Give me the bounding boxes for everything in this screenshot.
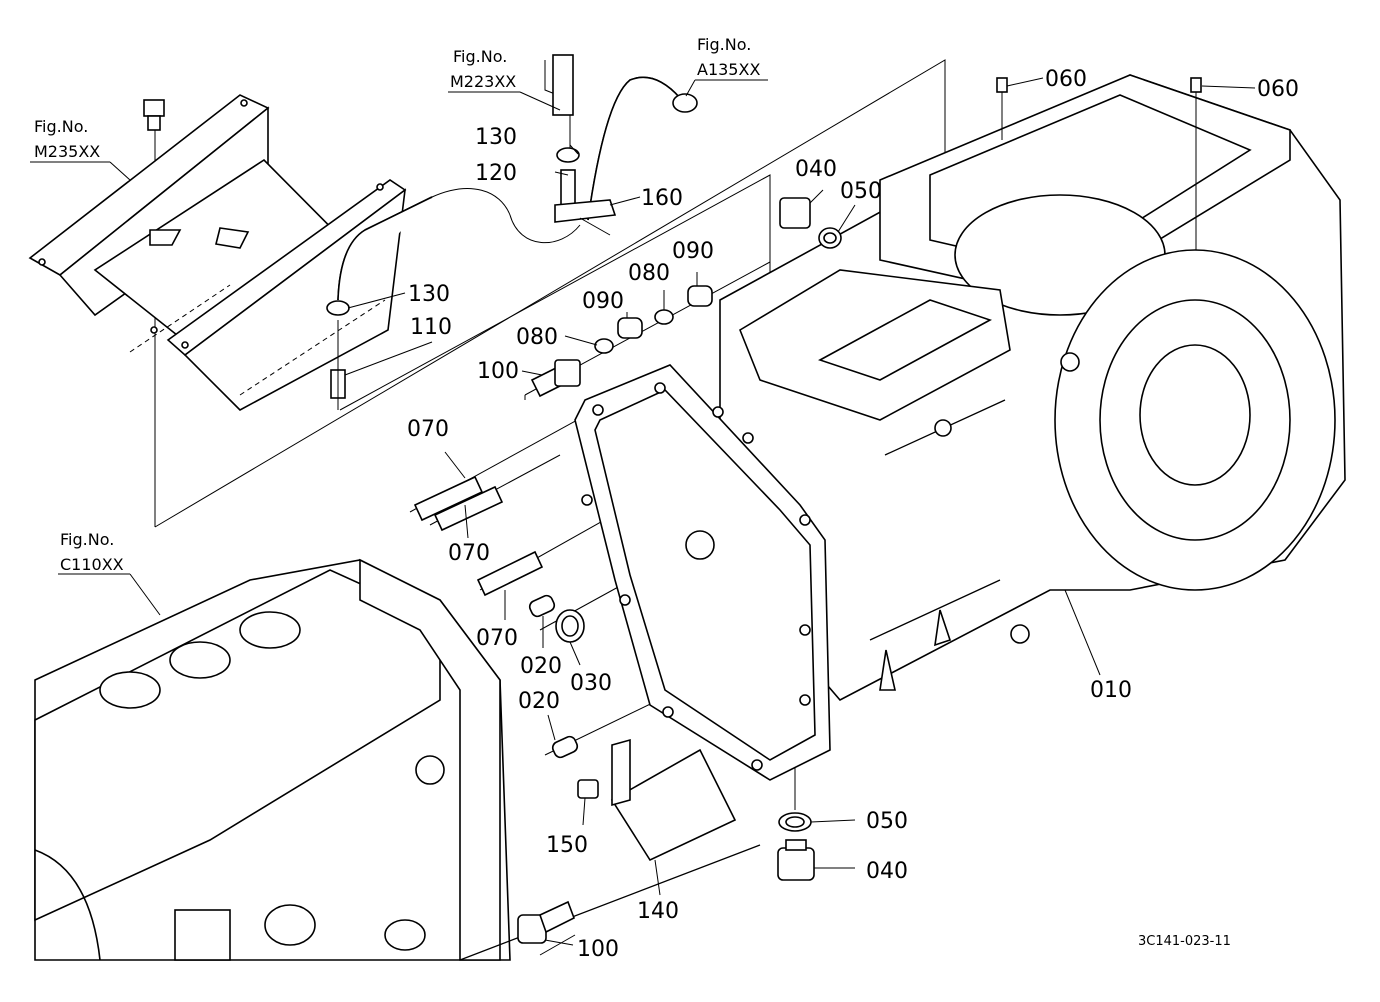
callout-060: 060 <box>1045 67 1087 92</box>
fig-ref-m223: Fig.No. M223XX <box>450 47 516 91</box>
callout-080: 080 <box>628 261 670 286</box>
upper-hoses <box>544 54 698 236</box>
callout-130: 130 <box>408 282 450 307</box>
drawing-code: 3C141-023-11 <box>1138 934 1231 949</box>
fig-ref-code: A135XX <box>697 60 760 79</box>
callout-010: 010 <box>1090 678 1132 703</box>
fig-ref-code: M235XX <box>34 142 100 161</box>
callout-020: 020 <box>520 654 562 679</box>
callout-070: 070 <box>407 417 449 442</box>
fig-ref-prefix: Fig.No. <box>697 35 751 54</box>
fig-ref-m235: Fig.No. M235XX <box>34 117 100 161</box>
lower-housing <box>34 558 761 961</box>
hose-and-clamps <box>326 188 581 410</box>
callout-050: 050 <box>840 179 882 204</box>
part-callouts: 060 060 040 050 130 120 160 090 080 090 … <box>407 67 1299 962</box>
small-parts <box>413 77 1202 944</box>
fig-ref-prefix: Fig.No. <box>34 117 88 136</box>
callout-030: 030 <box>570 671 612 696</box>
callout-070: 070 <box>476 626 518 651</box>
fig-ref-prefix: Fig.No. <box>453 47 507 66</box>
fig-ref-code: M223XX <box>450 72 516 91</box>
leader-lines <box>30 77 1256 946</box>
callout-110: 110 <box>410 315 452 340</box>
callout-100: 100 <box>477 359 519 384</box>
callout-160: 160 <box>641 186 683 211</box>
callout-040: 040 <box>866 859 908 884</box>
callout-050: 050 <box>866 809 908 834</box>
callout-150: 150 <box>546 833 588 858</box>
fig-ref-code: C110XX <box>60 555 124 574</box>
callout-130: 130 <box>475 125 517 150</box>
fig-ref-c110: Fig.No. C110XX <box>60 530 124 574</box>
callout-070: 070 <box>448 541 490 566</box>
callout-020: 020 <box>518 689 560 714</box>
callout-060: 060 <box>1257 77 1299 102</box>
callout-090: 090 <box>672 239 714 264</box>
transmission-case <box>574 74 1346 781</box>
callout-040: 040 <box>795 157 837 182</box>
fig-ref-a135: Fig.No. A135XX <box>697 35 760 79</box>
callout-120: 120 <box>475 161 517 186</box>
callout-100: 100 <box>577 937 619 962</box>
callout-090: 090 <box>582 289 624 314</box>
fig-ref-prefix: Fig.No. <box>60 530 114 549</box>
callout-140: 140 <box>637 899 679 924</box>
callout-080: 080 <box>516 325 558 350</box>
